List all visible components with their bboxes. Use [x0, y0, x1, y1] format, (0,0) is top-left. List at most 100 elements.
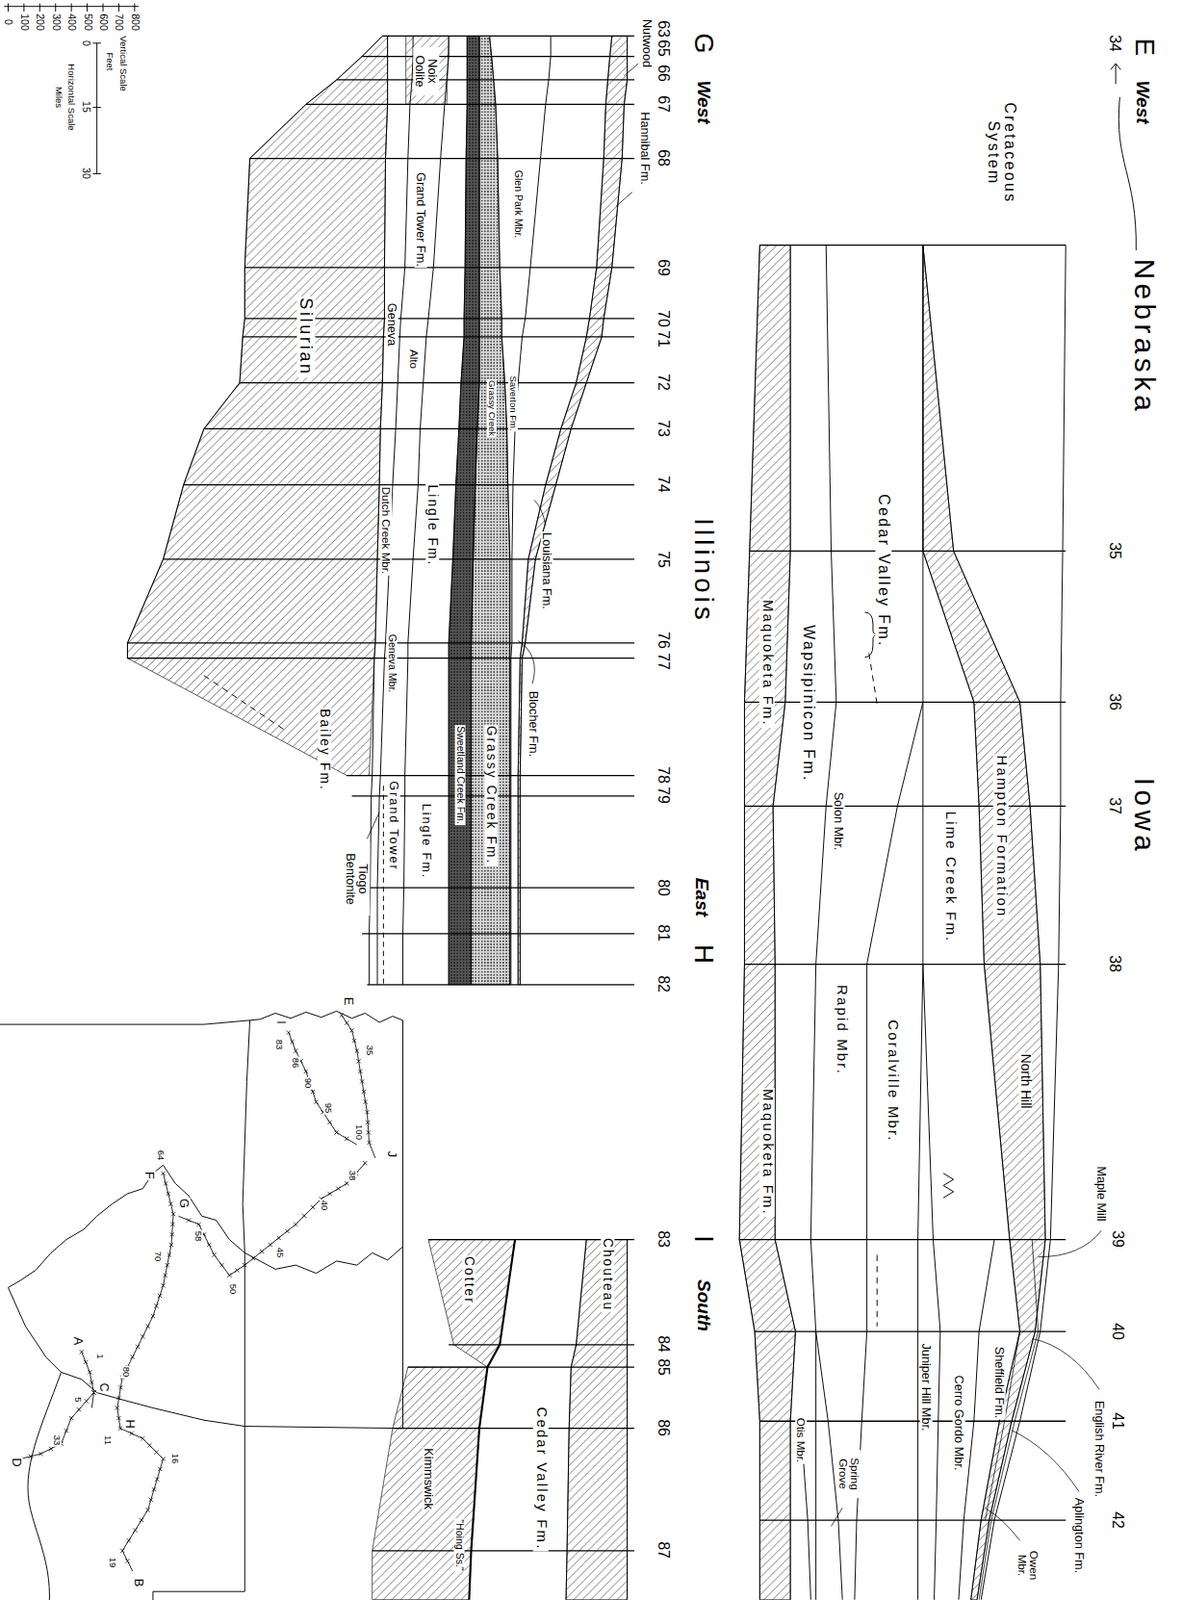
figure-label: 100: [18, 12, 29, 32]
well-mark: [344, 1020, 349, 1025]
horizon-line: [739, 245, 760, 1600]
figure-label: 35: [364, 1044, 375, 1057]
well-mark: [160, 1456, 165, 1461]
well-mark: [49, 1446, 53, 1451]
figure-label: 78: [654, 765, 671, 785]
well-mark: [157, 1293, 162, 1298]
figure-label: Lingle Fm.: [419, 802, 433, 880]
figure-label: Sweetland Creek Fm.: [454, 724, 465, 825]
well-mark: [69, 1415, 74, 1420]
figure-label: 70: [153, 1250, 163, 1263]
scale-tick: [92, 173, 101, 175]
well-mark: [163, 1273, 168, 1278]
figure-label: 86: [290, 1056, 301, 1070]
figure-label: Hannibal Fm.: [638, 110, 651, 186]
figure-label: 40: [319, 1199, 330, 1212]
well-mark: [118, 1385, 123, 1389]
horizon-line: [810, 245, 836, 1600]
figure-label: 400: [66, 12, 78, 32]
well-mark: [139, 1517, 144, 1522]
scale-tick: [118, 3, 120, 12]
well-mark: [154, 1449, 158, 1454]
figure-label: H: [123, 1418, 136, 1430]
figure-label: 0: [2, 18, 14, 26]
figure-label: 200: [34, 12, 46, 32]
figure-label: Grassy Creek Fm.: [483, 724, 497, 867]
well-mark: [219, 1262, 224, 1267]
figure-label: F: [142, 1170, 155, 1181]
figure-label: 66: [654, 63, 671, 83]
figure-label: Feet: [104, 51, 115, 72]
well-mark: [355, 1049, 360, 1054]
figure-label: 42: [1109, 1510, 1127, 1530]
figure-label: Grand Tower Fm.: [413, 171, 427, 268]
figure-label: Saverton Fm.: [508, 374, 518, 432]
figure-label: C: [97, 1381, 110, 1392]
well-mark: [186, 1217, 191, 1222]
figure-label: Geneva Mbr.: [385, 632, 397, 694]
horizon-line: [626, 1239, 628, 1600]
well-line: [183, 484, 635, 486]
figure-label: Tiogo Bentonite: [343, 842, 370, 916]
well-mark: [251, 1256, 256, 1260]
figure-label: 84: [654, 1335, 671, 1355]
hatched-unit: [517, 35, 627, 984]
state-border: [7, 1286, 403, 1428]
well-mark: [120, 1548, 125, 1553]
scale-tick: [71, 3, 73, 12]
figure-label: 5: [73, 1395, 83, 1403]
figure-label: Blocher Fm.: [526, 690, 540, 758]
well-mark: [169, 1242, 174, 1247]
figure-label: I: [690, 1234, 719, 1245]
well-mark: [84, 1398, 89, 1403]
well-line: [239, 382, 635, 384]
section-route: [117, 1173, 174, 1429]
figure-label: 50: [228, 1283, 238, 1296]
well-line: [361, 55, 635, 57]
figure-label: 40: [1109, 1321, 1127, 1341]
horizon-line: [565, 1239, 587, 1600]
well-mark: [147, 1442, 152, 1447]
figure-label: 38: [1106, 953, 1124, 974]
well-mark: [28, 1454, 33, 1459]
hatched-unit: [127, 658, 374, 776]
figure-label: 81: [654, 924, 671, 944]
well-mark: [38, 1451, 43, 1456]
figure-label: 67: [654, 94, 671, 114]
figure-label: G: [690, 31, 719, 54]
figure-label: Nebraska: [1129, 256, 1159, 416]
well-mark: [160, 1171, 165, 1176]
figure-label: 87: [654, 1541, 671, 1561]
leader-line: [517, 641, 535, 685]
figure-label: 300: [50, 12, 61, 32]
well-mark: [89, 1380, 94, 1385]
figure-label: 95: [323, 1101, 334, 1114]
horizon-line: [468, 1239, 515, 1600]
scale-tick: [7, 3, 9, 12]
figure-label: 75: [654, 549, 671, 569]
figure-label: 35: [1106, 540, 1124, 561]
state-border: [153, 1426, 245, 1600]
well-mark: [227, 1273, 232, 1278]
figure-label: 15: [79, 100, 91, 114]
well-mark: [149, 1497, 154, 1502]
figure-label: 85: [654, 1357, 671, 1377]
figure-label: Vertical Scale: [118, 34, 129, 93]
figure-label: Rapid Mbr.: [833, 983, 849, 1077]
scale-tick: [102, 3, 104, 12]
well-mark: [366, 1140, 371, 1145]
well-mark: [361, 1089, 366, 1094]
well-mark: [171, 1211, 176, 1216]
well-mark: [87, 1369, 92, 1374]
figure-label: I: [275, 1019, 288, 1026]
figure-label: Maquoketa Fm.: [759, 1087, 775, 1217]
figure-label: 700: [113, 12, 125, 32]
figure-label: Solon Mbr.: [831, 791, 845, 852]
well-mark: [335, 1186, 340, 1191]
figure-label: Horizontal Scale: [66, 62, 77, 131]
figure-label: 16: [170, 1452, 180, 1465]
figure-label: J: [385, 1150, 398, 1158]
well-mark: [91, 1389, 96, 1394]
figure-label: Spring Grove: [836, 1449, 860, 1498]
well-mark: [165, 1262, 170, 1267]
